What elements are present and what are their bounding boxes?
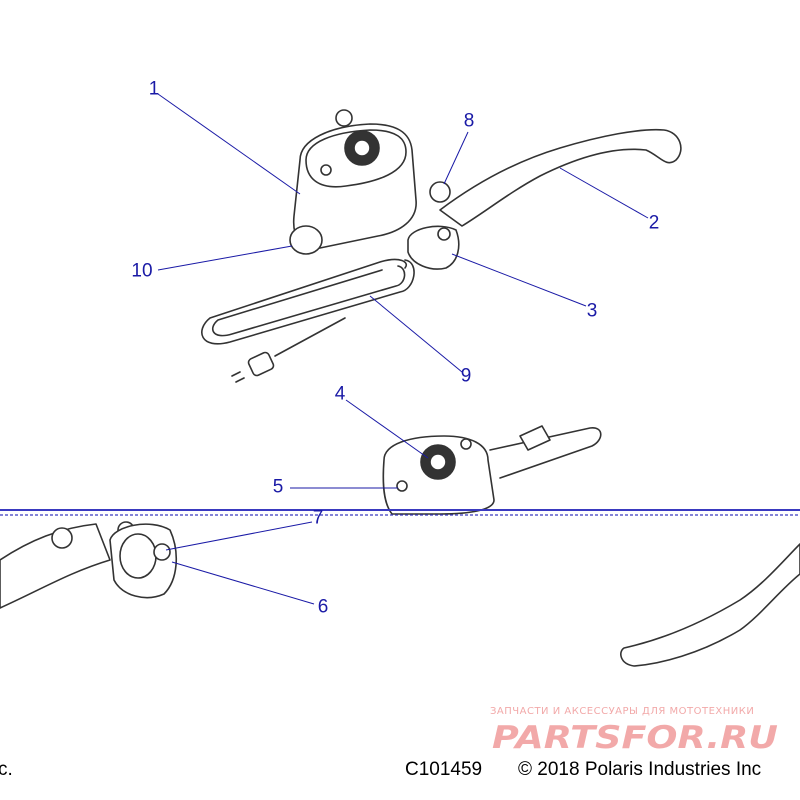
lower-master-cylinder-assembly xyxy=(382,425,602,515)
watermark-caption: ЗАПЧАСТИ И АКСЕССУАРЫ ДЛЯ МОТОТЕХНИКИ xyxy=(490,706,755,717)
diagram-id: C101459 xyxy=(405,759,483,780)
reservoir-gauge-center xyxy=(353,139,371,157)
clamp-upper-bolt xyxy=(437,227,451,241)
leader-4 xyxy=(345,399,429,459)
callout-7: 7 xyxy=(312,507,324,529)
leader-10 xyxy=(157,245,293,271)
switch-harness-loop-inner xyxy=(211,265,406,337)
callout-2: 2 xyxy=(648,212,660,234)
lower-reservoir-gauge-center xyxy=(429,453,447,471)
bottom-detail xyxy=(0,521,800,667)
callout-10: 10 xyxy=(131,260,153,282)
bottom-left-boss-a xyxy=(51,527,73,549)
bottom-right-lever xyxy=(620,543,800,667)
switch-harness-wire xyxy=(274,317,346,357)
upper-master-cylinder-assembly xyxy=(201,109,682,383)
leader-7 xyxy=(165,521,313,551)
scan-artifact-line xyxy=(0,509,800,516)
clutch-lever-shape xyxy=(439,128,682,227)
cylinder-plug-shape xyxy=(289,225,323,255)
callout-5: 5 xyxy=(272,476,284,498)
callout-9: 9 xyxy=(460,365,472,387)
footer-left-fragment: c. xyxy=(0,759,13,780)
reservoir-top-boss xyxy=(335,109,353,127)
lower-top-boss xyxy=(460,438,472,450)
leader-9 xyxy=(369,295,463,373)
leader-2 xyxy=(559,167,649,219)
reservoir-screw xyxy=(320,164,332,176)
watermark-logo: PARTSFOR.RU xyxy=(492,720,778,754)
leader-lines xyxy=(157,93,649,605)
callout-1: 1 xyxy=(148,78,160,100)
callout-8: 8 xyxy=(463,110,475,132)
clamp-bore xyxy=(119,533,157,579)
leader-3 xyxy=(451,253,587,307)
lower-cover-screw xyxy=(396,480,408,492)
callout-6: 6 xyxy=(317,596,329,618)
callout-3: 3 xyxy=(586,300,598,322)
lever-pivot-shape xyxy=(429,181,451,203)
copyright: © 2018 Polaris Industries Inc xyxy=(518,759,762,780)
leader-6 xyxy=(171,561,315,605)
clamp-upper-shape xyxy=(407,225,460,270)
lower-harness-loop xyxy=(489,427,602,479)
lower-harness-connector xyxy=(519,425,551,451)
callout-4: 4 xyxy=(334,383,346,405)
bottom-left-lever xyxy=(0,523,111,609)
leader-8 xyxy=(443,131,469,185)
switch-harness-loop xyxy=(201,258,415,345)
leader-1 xyxy=(157,93,301,195)
switch-connector-pins xyxy=(231,371,245,383)
clamp-bolt-shape xyxy=(153,543,171,561)
switch-connector xyxy=(247,351,275,377)
watermark-logo-text: PARTSFOR.RU xyxy=(492,720,778,754)
